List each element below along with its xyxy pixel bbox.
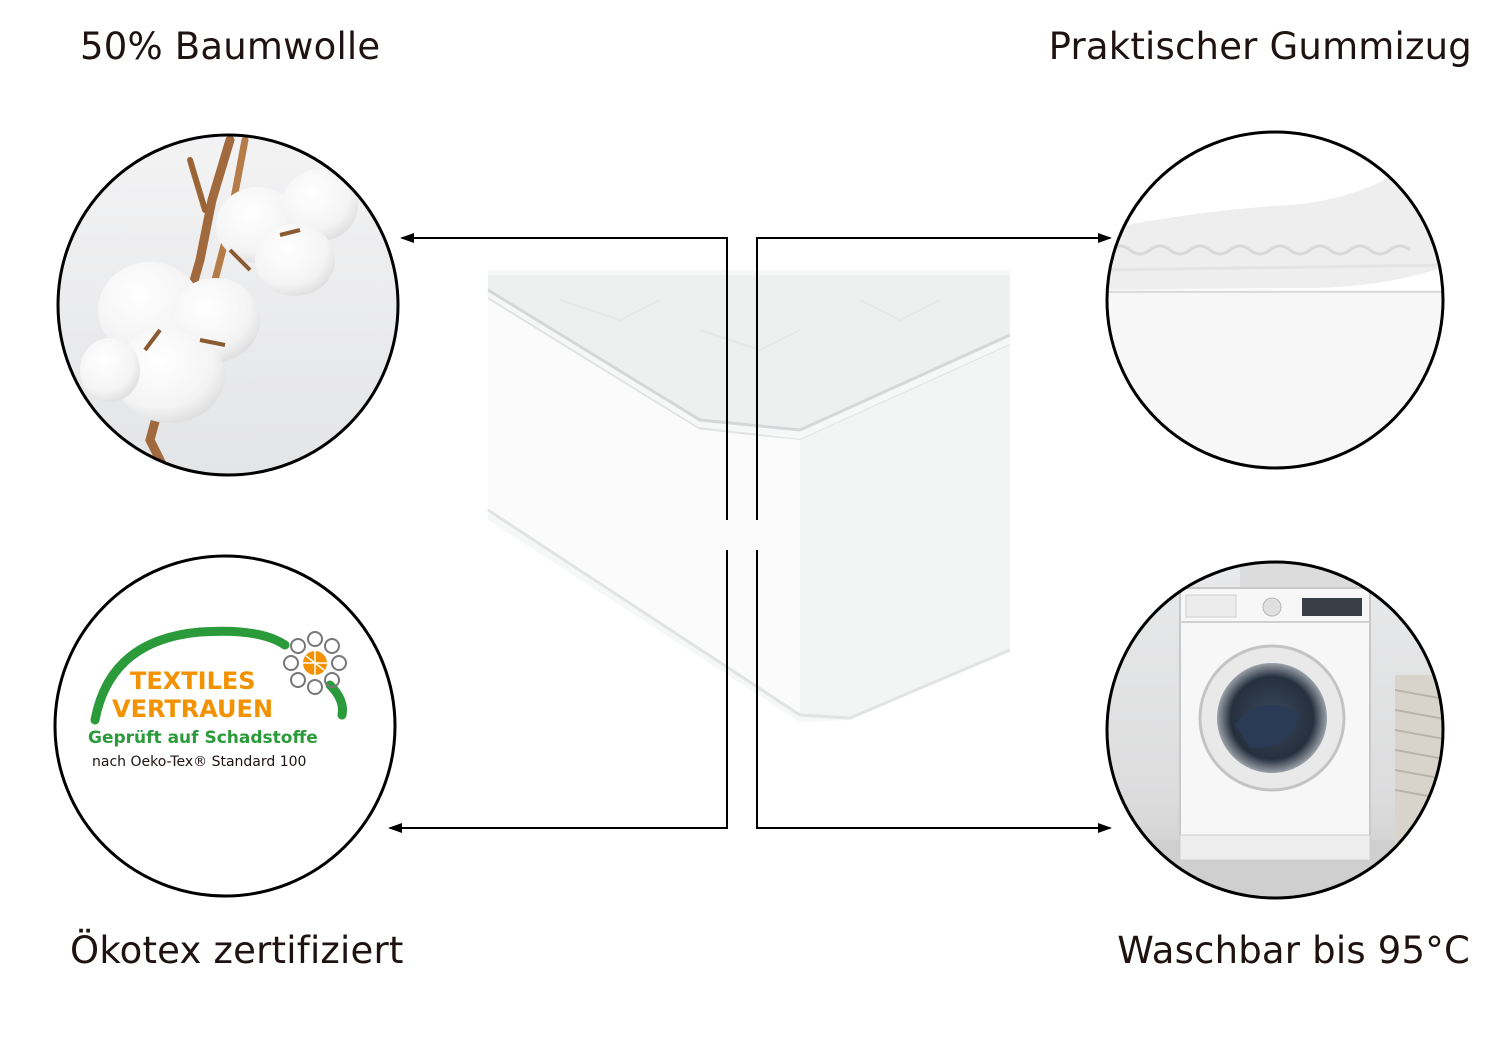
arrow-to-washing	[756, 550, 1112, 833]
logo-line-textiles: TEXTILES	[130, 667, 256, 695]
logo-green-arc	[90, 626, 290, 725]
logo-line-gepruft: Geprüft auf Schadstoffe	[88, 728, 318, 748]
label-washable: Waschbar bis 95°C	[1117, 929, 1470, 972]
arrow-to-elastic	[756, 233, 1112, 520]
arrow-to-cotton	[400, 233, 728, 520]
logo-line-standard: nach Oeko-Tex® Standard 100	[92, 754, 307, 770]
connector-lines	[388, 233, 1112, 833]
arrow-to-oeko	[388, 550, 728, 833]
flower-emblem-icon	[283, 631, 347, 695]
cotton-photo	[56, 133, 400, 477]
logo-line-vertrauen: VERTRAUEN	[112, 695, 274, 723]
label-cotton: 50% Baumwolle	[80, 25, 381, 68]
elastic-photo	[1105, 130, 1445, 470]
mattress-image	[487, 270, 1011, 722]
oeko-tex-logo	[53, 554, 397, 898]
label-oekotex: Ökotex zertifiziert	[70, 929, 404, 972]
washing-machine-photo	[1105, 560, 1445, 900]
label-elastic: Praktischer Gummizug	[1048, 25, 1472, 68]
